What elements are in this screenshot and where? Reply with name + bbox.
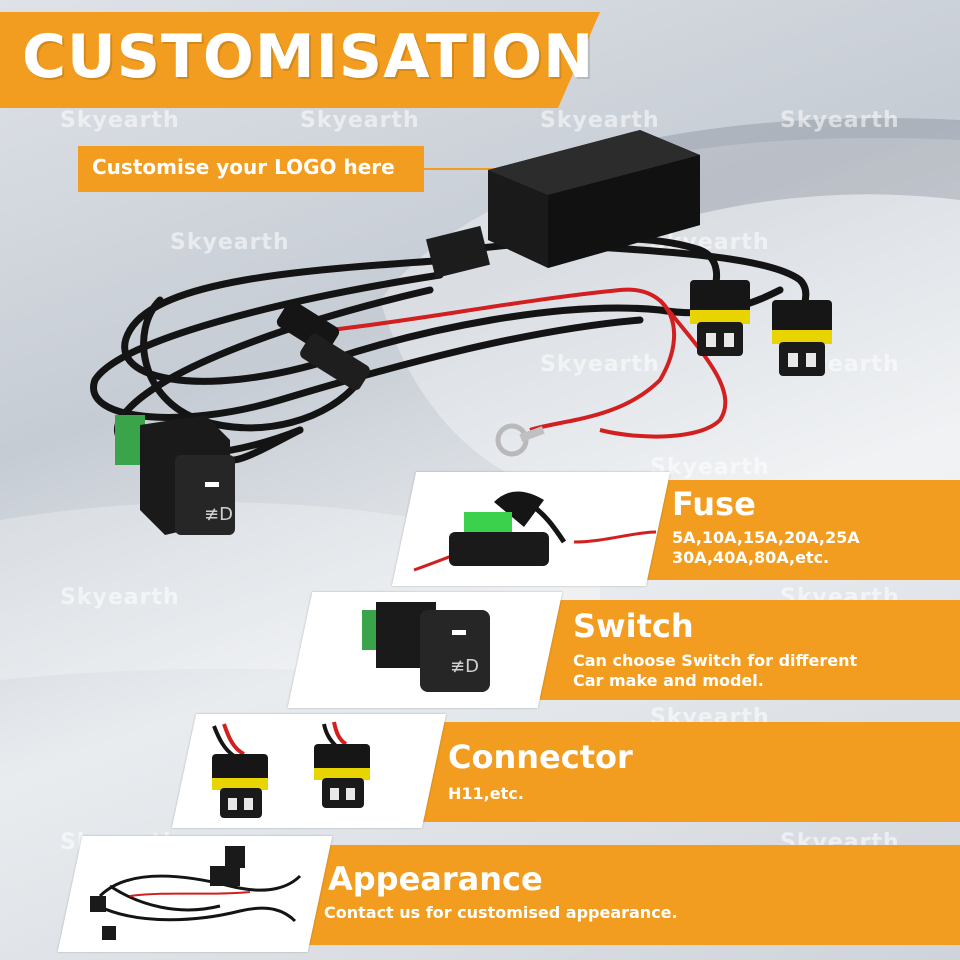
svg-text:≢D: ≢D: [204, 504, 233, 525]
connector-image: [212, 721, 370, 818]
switch-title: Switch: [573, 607, 694, 645]
logo-callout-box: [78, 146, 424, 192]
svg-text:≢D: ≢D: [450, 656, 479, 677]
connector-title: Connector: [448, 738, 633, 776]
watermark: Skyearth: [170, 230, 290, 255]
logo-callout-label: Customise your LOGO here: [92, 155, 395, 179]
connector-feature-bar: [420, 722, 960, 822]
connector-description: H11,etc.: [448, 784, 524, 803]
watermark: Skyearth: [780, 108, 900, 133]
watermark: Skyearth: [60, 585, 180, 610]
fuse-title: Fuse: [672, 485, 756, 523]
watermark: Skyearth: [540, 108, 660, 133]
watermark: Skyearth: [300, 108, 420, 133]
appearance-image: [90, 846, 302, 940]
title-banner: [0, 12, 600, 108]
watermark: Skyearth: [540, 352, 660, 377]
switch-image: ≢D: [362, 602, 490, 692]
logo-callout-leader: [424, 168, 554, 170]
appearance-title: Appearance: [328, 860, 543, 898]
page-title: CUSTOMISATION: [22, 22, 595, 92]
fuse-feature-bar: [640, 480, 960, 580]
watermark: Skyearth: [650, 455, 770, 480]
watermark: Skyearth: [60, 108, 180, 133]
appearance-description: Contact us for customised appearance.: [324, 903, 678, 922]
appearance-feature-bar: [300, 845, 960, 945]
fuse-image: [413, 491, 657, 572]
switch-feature-bar: [540, 600, 960, 700]
switch-description: Can choose Switch for different Car make…: [573, 651, 858, 690]
fuse-description: 5A,10A,15A,20A,25A 30A,40A,80A,etc.: [672, 528, 860, 567]
